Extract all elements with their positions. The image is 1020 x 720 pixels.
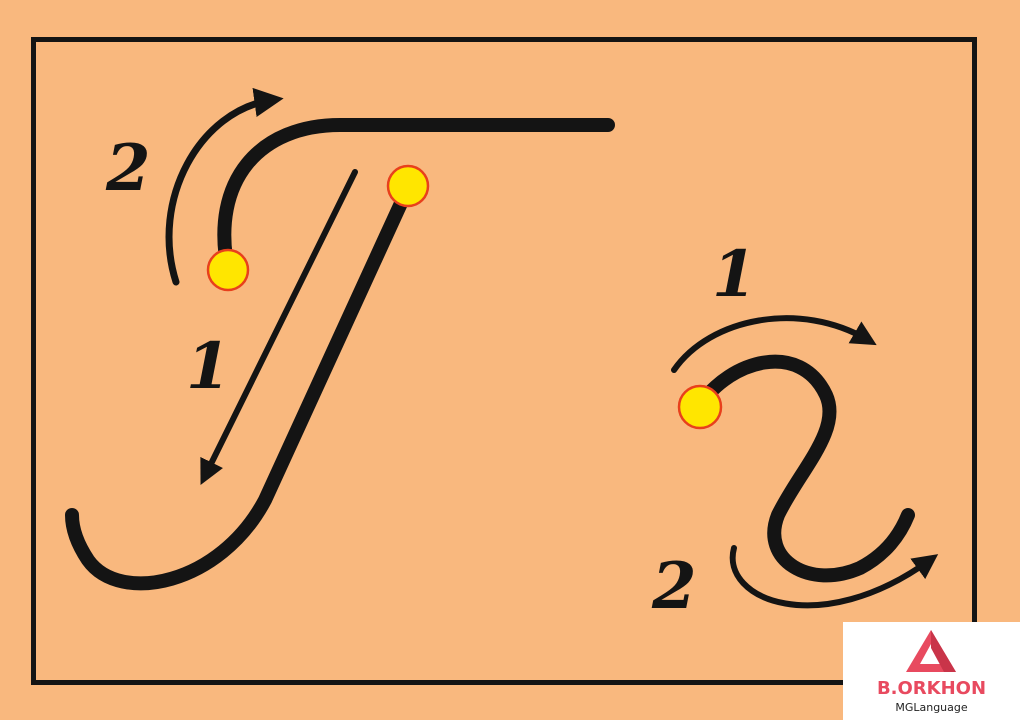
letter-stem-stroke xyxy=(65,181,415,591)
stroke-number-2: 2 xyxy=(651,549,697,624)
stroke-2-direction-arrow xyxy=(729,545,939,609)
triangle-logo-icon xyxy=(906,630,956,672)
letter-top-stroke xyxy=(217,118,615,277)
stroke-1-direction-arrow xyxy=(671,315,877,373)
brand-logo: B.ORKHON MGLanguage xyxy=(843,622,1020,720)
letter-frame xyxy=(31,37,977,685)
logo-subtitle: MGLanguage xyxy=(895,701,968,714)
stroke-number-1: 1 xyxy=(186,329,231,404)
logo-title: B.ORKHON xyxy=(876,678,987,699)
stroke-number-2: 2 xyxy=(105,131,151,206)
start-dot-stroke-2 xyxy=(206,248,250,292)
cursive-lowercase-letter: 1 2 xyxy=(651,237,939,624)
letter-body-stroke xyxy=(693,354,915,583)
start-dot-stroke-1 xyxy=(386,164,430,208)
start-dot xyxy=(677,384,723,430)
stroke-number-1: 1 xyxy=(712,237,757,312)
stroke-1-direction-arrow xyxy=(200,169,358,486)
stroke-2-direction-arrow xyxy=(165,87,284,286)
cursive-capital-letter: 2 1 xyxy=(65,87,615,591)
